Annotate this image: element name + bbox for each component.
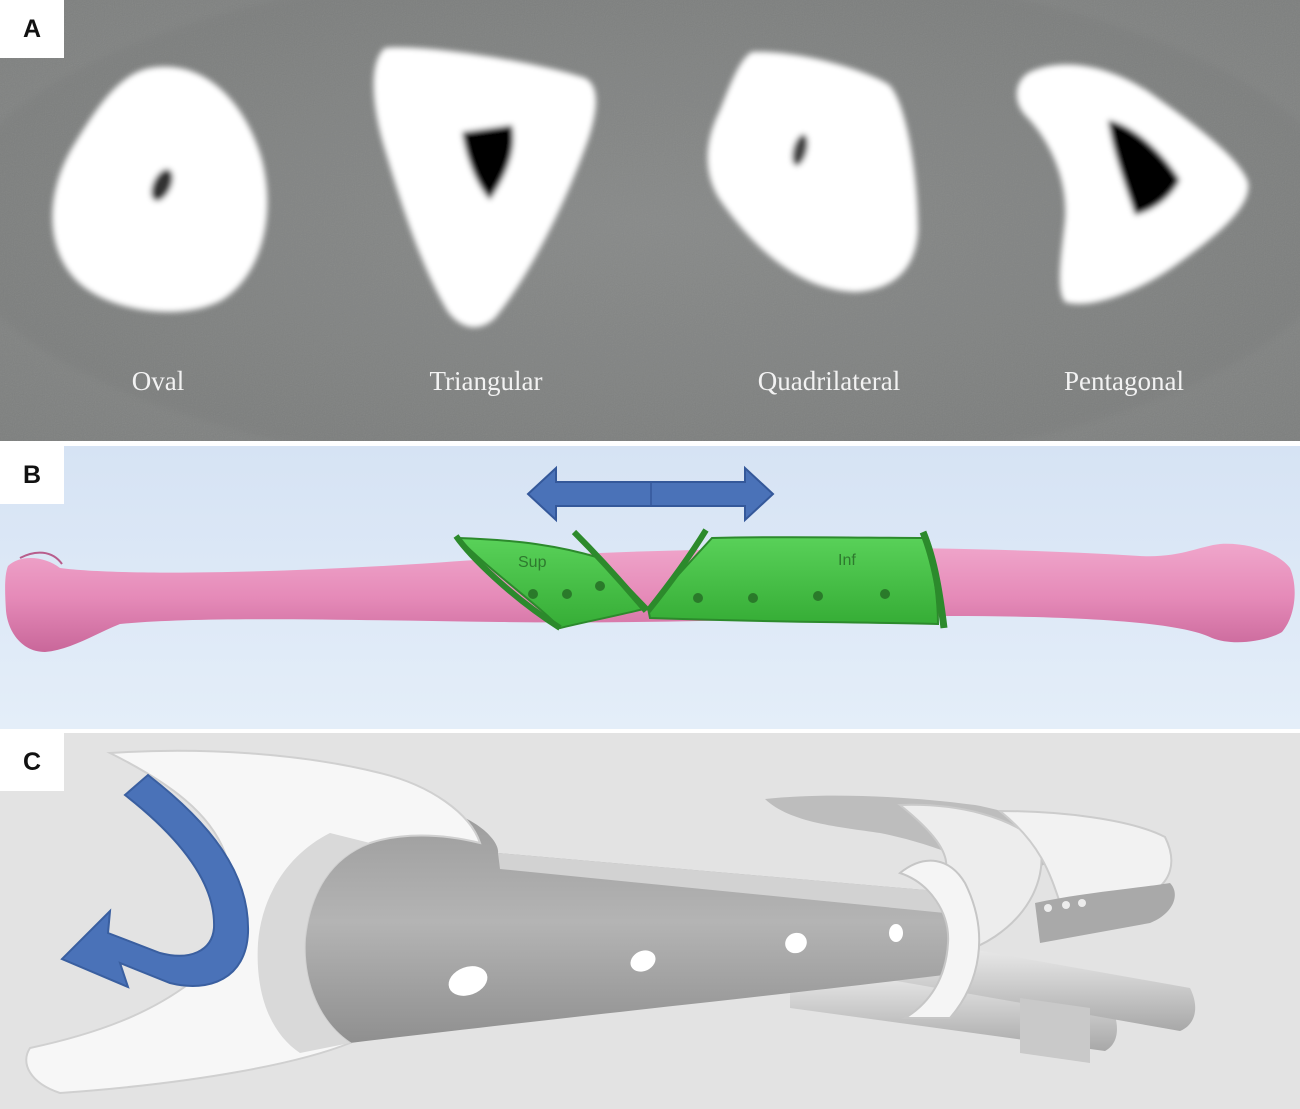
caption-triangular: Triangular xyxy=(429,366,543,396)
ct-image xyxy=(0,0,1300,441)
guide-bar-holes xyxy=(448,924,903,996)
guide-distal-rings xyxy=(765,795,1175,955)
curved-rotation-arrow-icon xyxy=(60,773,250,989)
oval-bone-section xyxy=(52,66,268,312)
bone-guide-render xyxy=(0,446,1300,729)
caption-oval: Oval xyxy=(131,366,185,396)
triangular-bone-section xyxy=(373,47,596,328)
caption-quadrilateral: Quadrilateral xyxy=(757,366,901,396)
pentagonal-bone-section xyxy=(1016,64,1249,304)
guide-inferior-segment xyxy=(645,528,948,629)
panel-a-ct-sections: A Oval Triangular Quadrilateral Pentagon… xyxy=(0,0,1300,441)
bone-shaft xyxy=(5,543,1295,652)
guide-label-sup: Sup xyxy=(518,554,547,571)
quadrilateral-bone-section xyxy=(707,51,918,292)
panel-c-guide-model: C xyxy=(0,733,1300,1109)
panel-b-bone-guide: B Sup Inf xyxy=(0,446,1300,729)
double-arrow-icon xyxy=(526,465,775,523)
guide-model-render xyxy=(0,733,1300,1109)
panel-b-letter: B xyxy=(0,446,64,504)
guide-superior-segment xyxy=(453,529,650,631)
guide-label-inf: Inf xyxy=(838,552,856,569)
caption-pentagonal: Pentagonal xyxy=(1064,366,1184,396)
panel-a-letter: A xyxy=(0,0,64,58)
panel-c-letter: C xyxy=(0,733,64,791)
